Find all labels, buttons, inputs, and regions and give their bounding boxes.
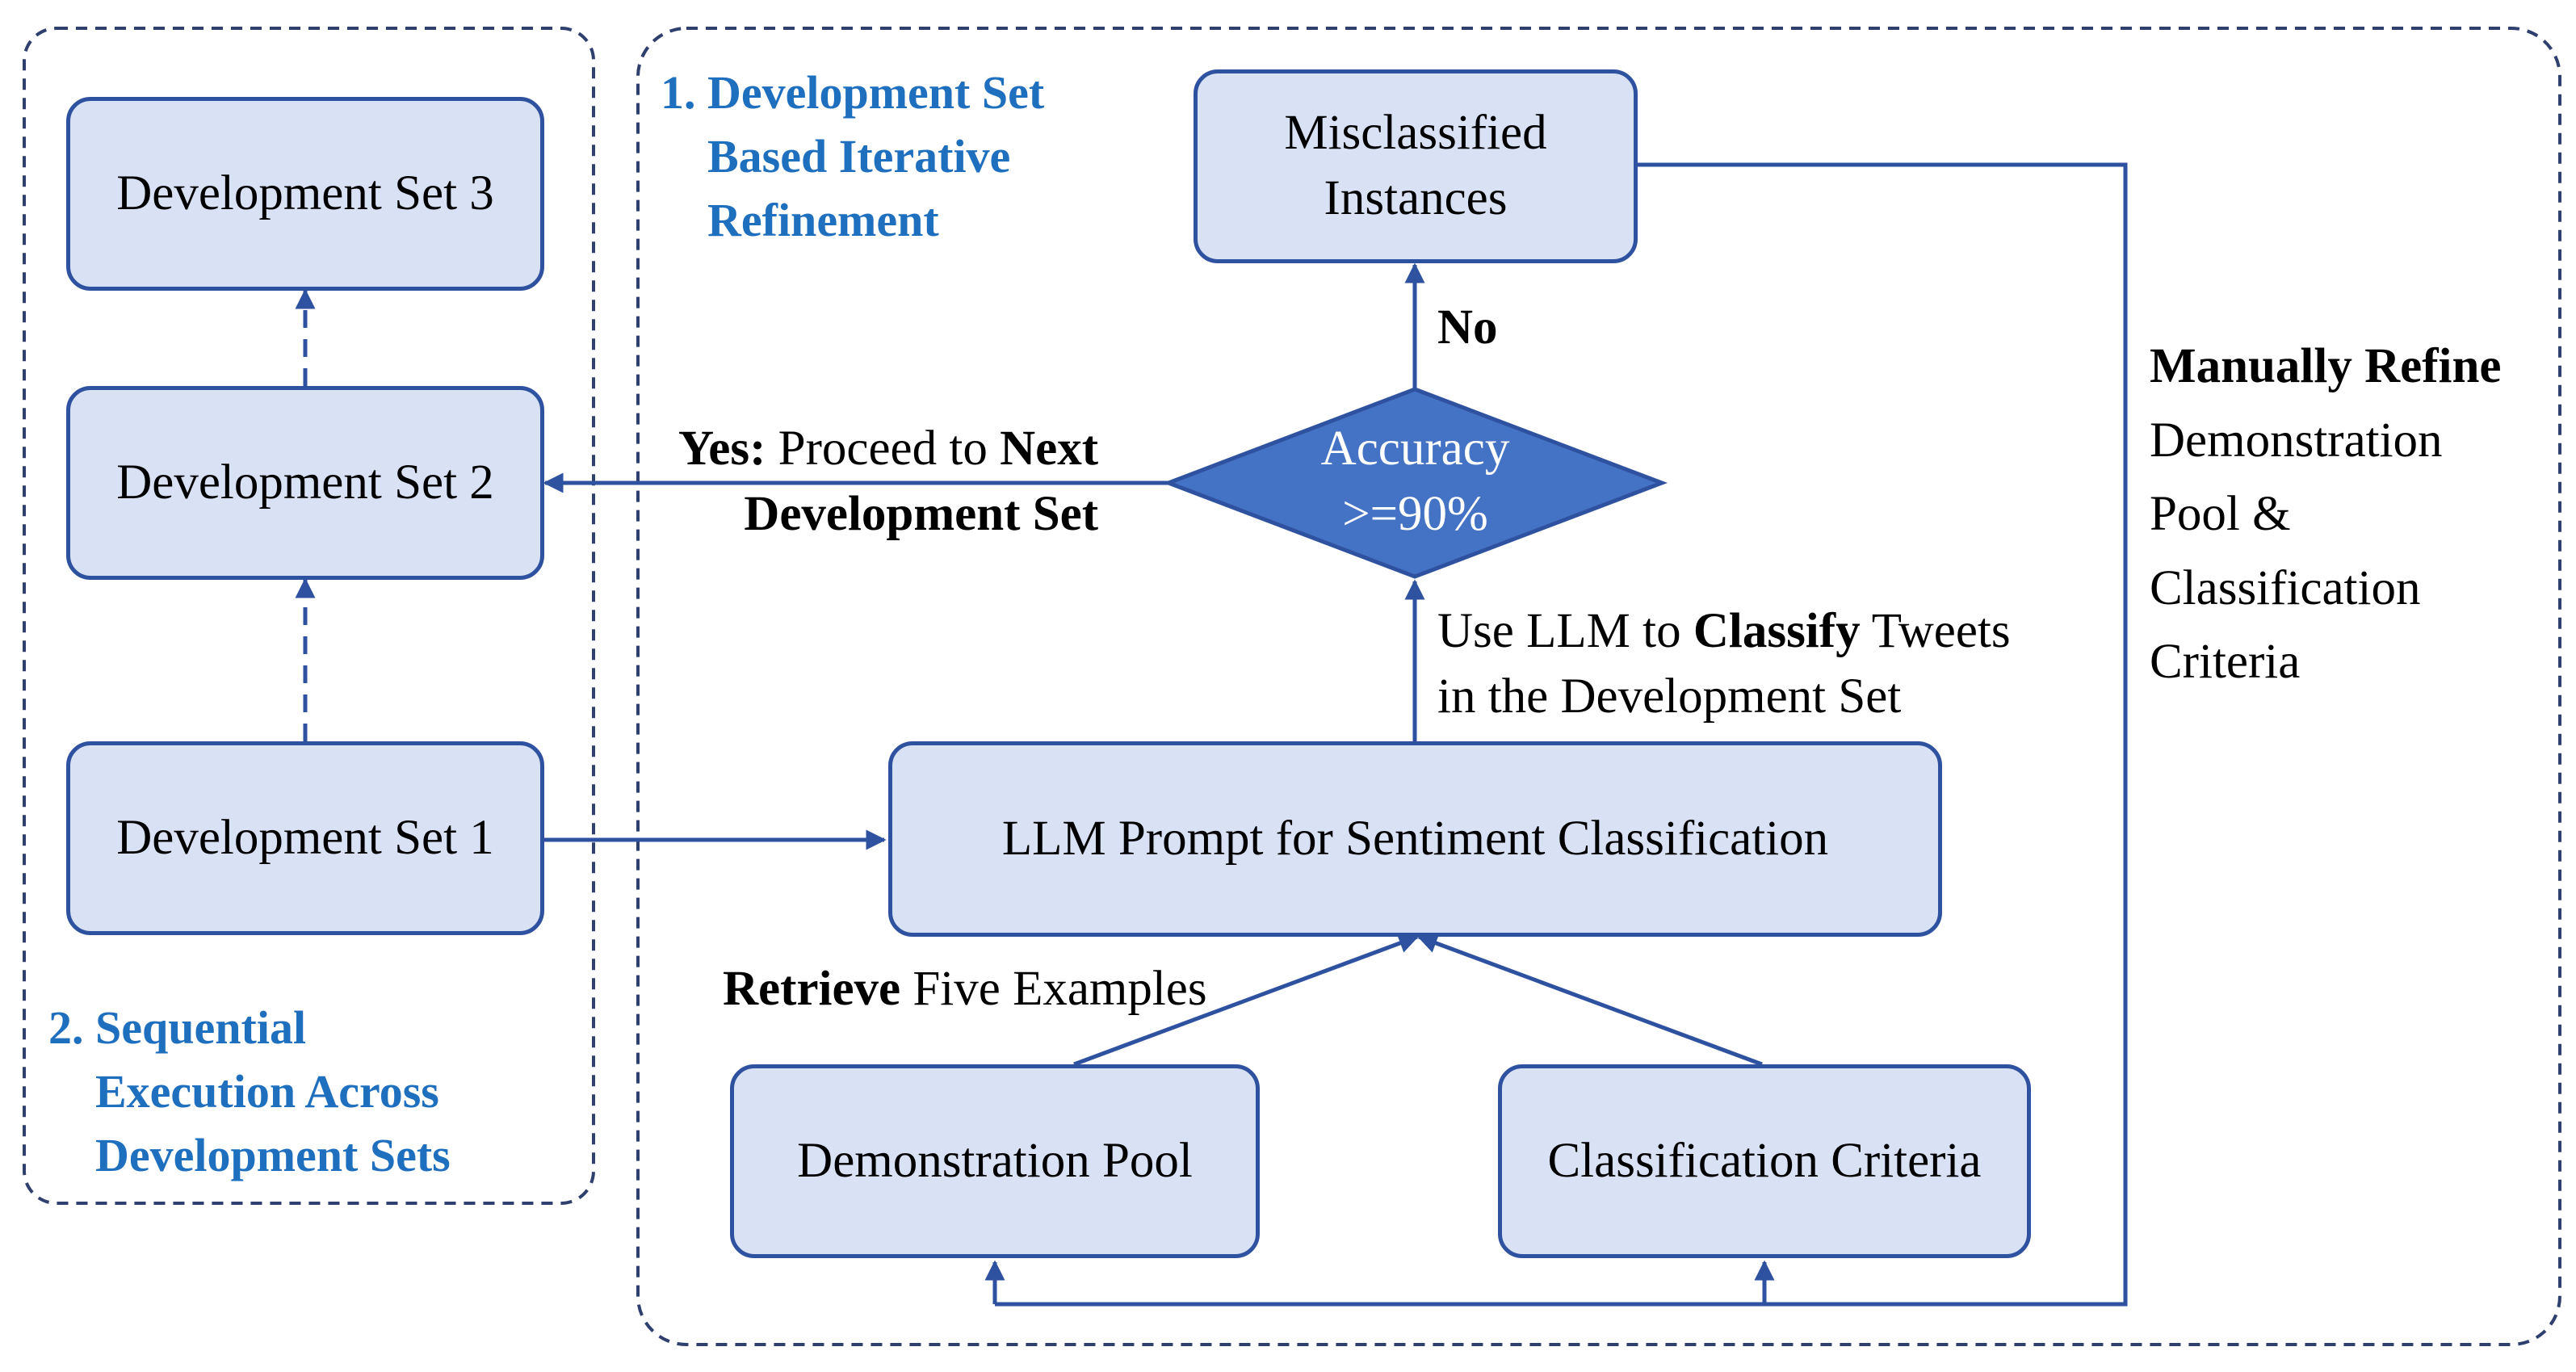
right-panel-heading: 1. Development Set Based Iterative Refin… xyxy=(661,61,1044,253)
label-line: Development Set xyxy=(678,482,1098,548)
text-run: Pool & xyxy=(2150,487,2291,541)
label-line: Manually Refine xyxy=(2150,329,2501,404)
label-line: Criteria xyxy=(2150,625,2501,699)
misclassified-label: Misclassified Instances xyxy=(1284,106,1547,225)
retrieve-examples-label: Retrieve Five Examples xyxy=(723,957,1207,1022)
demonstration-pool-box: Demonstration Pool xyxy=(730,1064,1260,1258)
right-heading-number: 1. xyxy=(661,66,696,119)
text-run: Demonstration xyxy=(2150,413,2443,468)
right-heading-line: Based Iterative xyxy=(707,129,1011,183)
label-line: Demonstration xyxy=(2150,404,2501,478)
right-heading-line: Refinement xyxy=(707,193,939,246)
left-heading-line: Development Sets xyxy=(95,1128,451,1181)
development-set-3: Development Set 3 xyxy=(66,97,544,291)
text-run: Classification xyxy=(2150,560,2421,615)
left-panel-border xyxy=(23,27,595,1205)
text-run: Tweets xyxy=(1860,604,2011,658)
left-heading-line: Execution Across xyxy=(95,1064,439,1118)
arrow-criteria-to-prompt xyxy=(1416,934,1763,1067)
classification-criteria-box: Classification Criteria xyxy=(1498,1064,2031,1258)
refine-feedback-line xyxy=(995,162,2128,1307)
misclassified-instances-box: Misclassified Instances xyxy=(1194,69,1638,263)
bold-run: Manually Refine xyxy=(2150,339,2502,393)
bold-run: Classify xyxy=(1693,604,1861,658)
left-panel-heading: 2. Sequential Execution Across Developme… xyxy=(48,996,451,1188)
bold-run: Next xyxy=(1000,422,1099,476)
label-line: Yes: Proceed to Next xyxy=(678,417,1098,482)
left-heading-line: Sequential xyxy=(95,1001,307,1054)
text-run: Use LLM to xyxy=(1437,604,1693,658)
accuracy-decision xyxy=(1162,387,1668,579)
right-panel-border xyxy=(636,27,2561,1346)
text-run: Criteria xyxy=(2150,635,2301,689)
llm-prompt-box: LLM Prompt for Sentiment Classification xyxy=(888,741,1942,937)
bold-run: Development Set xyxy=(744,486,1099,541)
label-line: Pool & xyxy=(2150,477,2501,552)
text-run: in the Development Set xyxy=(1437,669,1902,724)
accuracy-decision-label: Accuracy >=90% xyxy=(1320,422,1510,541)
text-run: Five Examples xyxy=(900,962,1207,1016)
development-set-2: Development Set 2 xyxy=(66,386,544,580)
arrow-demo-pool-to-prompt xyxy=(1073,934,1420,1067)
no-label: No xyxy=(1437,300,1498,355)
left-heading-number: 2. xyxy=(48,1001,84,1054)
label-line: Classification xyxy=(2150,552,2501,626)
bold-run: Yes: xyxy=(678,422,766,476)
text-run: Proceed to xyxy=(766,422,1001,476)
development-set-1: Development Set 1 xyxy=(66,741,544,935)
label-line: Retrieve Five Examples xyxy=(723,957,1207,1022)
right-heading-line: Development Set xyxy=(707,66,1045,119)
label-line: in the Development Set xyxy=(1437,665,2011,730)
label-line: Use LLM to Classify Tweets xyxy=(1437,599,2011,665)
bold-run: Retrieve xyxy=(723,962,901,1016)
